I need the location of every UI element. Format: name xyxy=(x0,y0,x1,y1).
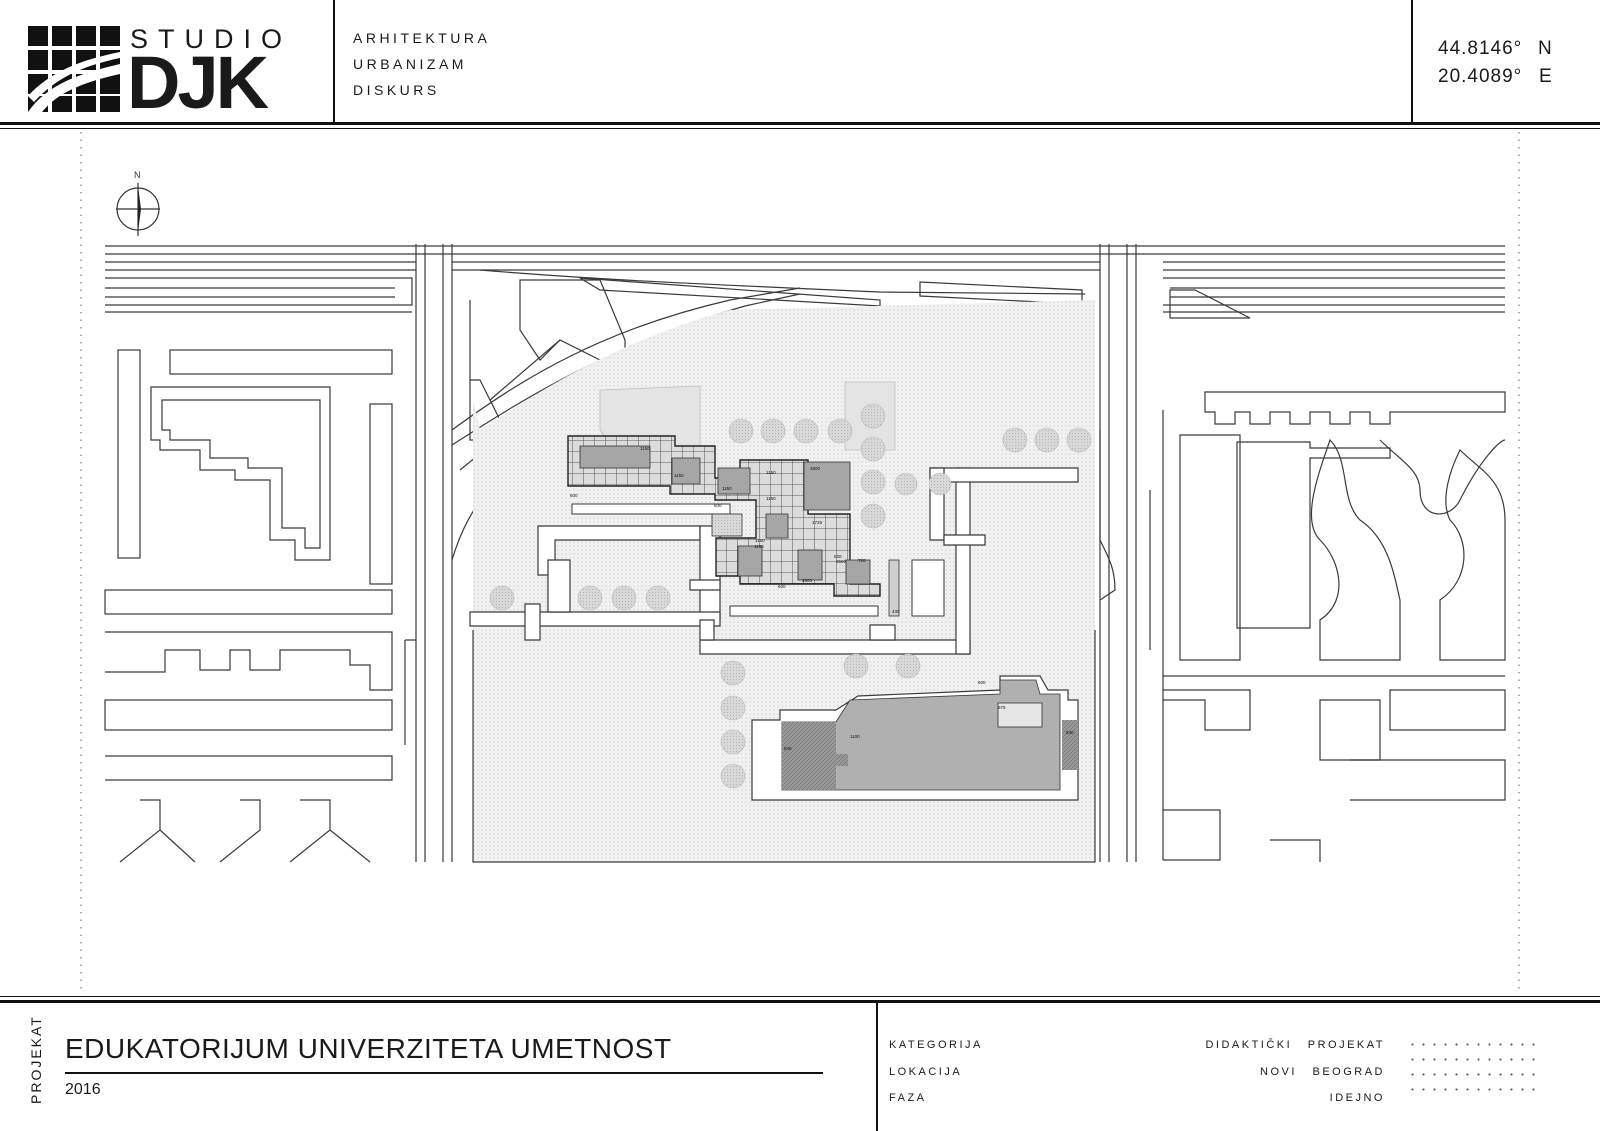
north-label: N xyxy=(134,170,141,180)
meta-key: LOKACIJA xyxy=(889,1066,963,1078)
meta-value: NOVI BEOGRAD xyxy=(1260,1066,1385,1078)
height-label: 600 xyxy=(714,503,722,508)
footer-divider xyxy=(876,1003,878,1131)
height-label: 1100 xyxy=(850,734,860,739)
project-section-label: PROJEKAT xyxy=(28,1015,44,1104)
height-label: 600 xyxy=(778,584,786,589)
tree-group xyxy=(489,403,1092,789)
tagline-item: DISKURS xyxy=(353,82,440,98)
height-label: 620 xyxy=(834,554,842,559)
height-label: 1150 xyxy=(674,473,684,478)
header-rule-thin xyxy=(0,128,1600,129)
dot-grid-pattern xyxy=(1407,1037,1539,1093)
studio-wordmark: STUDIO xyxy=(130,24,293,54)
height-label: 430 xyxy=(892,609,900,614)
latitude-direction: N xyxy=(1538,38,1553,59)
coordinates: 44.8146° N 20.4089° E xyxy=(1438,38,1578,94)
height-label: 1150 xyxy=(640,446,650,451)
site-plan: N xyxy=(80,132,1520,990)
building-existing xyxy=(751,675,1079,801)
height-label: 1150 xyxy=(754,544,764,549)
footer-rule-thick xyxy=(0,1000,1600,1003)
tagline-item: ARHITEKTURA xyxy=(353,30,491,46)
north-arrow-icon xyxy=(116,183,160,236)
building-grid xyxy=(567,435,900,617)
height-label: 1150 xyxy=(722,486,732,491)
height-label: 1150 xyxy=(755,538,765,543)
height-label: 3500 xyxy=(810,466,821,471)
meta-value: DIDAKTIČKI PROJEKAT xyxy=(1205,1039,1385,1051)
longitude-direction: E xyxy=(1539,66,1553,87)
latitude-value: 44.8146° xyxy=(1438,38,1523,59)
height-label: 600 xyxy=(570,493,578,498)
project-title: EDUKATORIJUM UNIVERZITETA UMETNOST xyxy=(65,1033,672,1064)
height-label: 3500 xyxy=(802,578,813,583)
height-label: 600 xyxy=(978,680,986,685)
meta-value: IDEJNO xyxy=(1329,1092,1385,1104)
logo-mark-icon xyxy=(28,26,120,112)
height-label: 1725 xyxy=(812,520,823,525)
height-label: 3500 xyxy=(836,559,847,564)
project-year: 2016 xyxy=(65,1081,101,1098)
height-label: 840 xyxy=(1066,730,1074,735)
height-label: 840 xyxy=(784,746,792,751)
header-divider-left xyxy=(333,0,335,122)
header-rule-thick xyxy=(0,122,1600,125)
meta-key: FAZA xyxy=(889,1092,927,1104)
project-title-underline xyxy=(65,1072,823,1074)
height-label: 675 xyxy=(998,705,1006,710)
longitude-value: 20.4089° xyxy=(1438,66,1523,87)
header-divider-right xyxy=(1411,0,1413,122)
tagline-item: URBANIZAM xyxy=(353,56,467,72)
meta-key: KATEGORIJA xyxy=(889,1039,983,1051)
height-label: 1150 xyxy=(766,470,776,475)
djk-wordmark: DJK xyxy=(127,41,269,124)
footer-rule-thin xyxy=(0,996,1600,997)
height-label: 1150 xyxy=(766,496,776,501)
logo: STUDIO DJK xyxy=(28,24,293,120)
height-label: 720 xyxy=(858,558,866,563)
tagline-list: ARHITEKTURA URBANIZAM DISKURS xyxy=(353,30,490,108)
